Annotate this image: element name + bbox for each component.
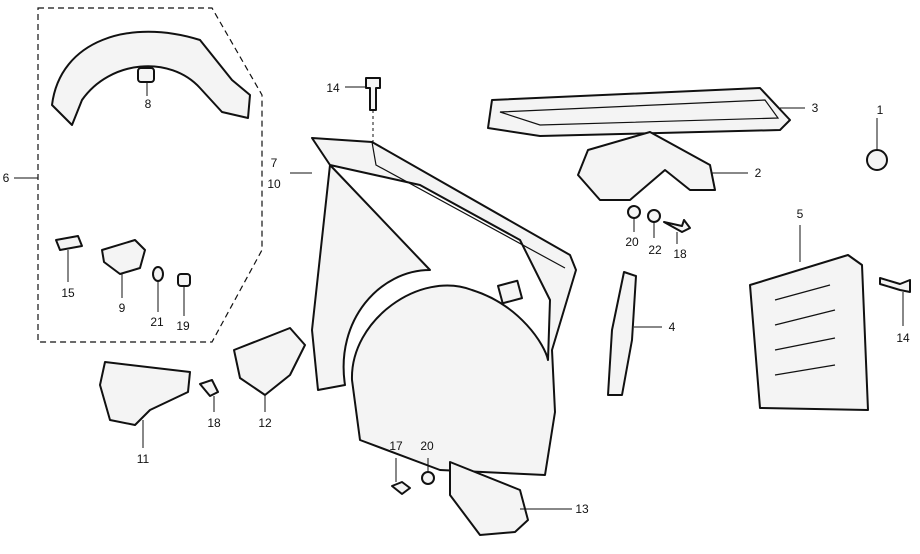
bolt-18-left (199, 379, 219, 397)
bracket-9 (101, 239, 146, 275)
mudguard-12 (233, 327, 306, 396)
bolt-14-top (365, 77, 381, 111)
callout-18-left: 18 (207, 416, 221, 430)
mudguard-11 (99, 361, 191, 426)
callout-6: 6 (3, 171, 10, 185)
plate-13 (449, 461, 529, 536)
callout-1: 1 (877, 103, 884, 117)
callout-4: 4 (669, 320, 676, 334)
clip-15 (55, 235, 83, 251)
nut-22 (647, 209, 661, 223)
callout-9: 9 (119, 301, 126, 315)
bolt-17 (391, 481, 411, 495)
group-6-outline (37, 7, 263, 343)
fender-side-marker (497, 279, 523, 305)
callout-3: 3 (812, 101, 819, 115)
callout-13: 13 (575, 502, 589, 516)
washer-21 (152, 266, 164, 282)
callout-2: 2 (755, 166, 762, 180)
callout-21: 21 (150, 315, 164, 329)
callout-20-top: 20 (625, 235, 639, 249)
splash-shield-5 (749, 254, 869, 411)
callout-14-top: 14 (326, 81, 340, 95)
callout-20-bottom: 20 (420, 439, 434, 453)
clip-8 (137, 67, 155, 83)
nut-19 (177, 273, 191, 287)
callout-18-top: 18 (673, 247, 687, 261)
bolt-18-top (663, 219, 691, 233)
callout-8: 8 (145, 97, 152, 111)
bracket-2 (577, 131, 716, 201)
fender-seal-inner-line (499, 99, 780, 126)
callout-15: 15 (61, 286, 75, 300)
washer-20-top (627, 205, 641, 219)
splash-shield-ribs (774, 284, 836, 376)
inner-fender-liner (51, 30, 251, 126)
grommet-1 (866, 149, 888, 171)
callout-12: 12 (258, 416, 272, 430)
bolt-14-right (879, 277, 911, 293)
seal-strip-4 (607, 271, 637, 396)
fender-flange-line (371, 141, 566, 269)
callout-19: 19 (176, 319, 190, 333)
callout-7: 7 (271, 156, 278, 170)
callout-22: 22 (648, 243, 662, 257)
callout-17: 17 (389, 439, 403, 453)
front-fender (311, 137, 577, 476)
callout-11: 11 (137, 452, 150, 466)
washer-20-bottom (421, 471, 435, 485)
callout-14-right: 14 (896, 331, 910, 345)
callout-5: 5 (797, 207, 804, 221)
fender-seal-3 (487, 87, 791, 137)
callout-10: 10 (267, 177, 281, 191)
